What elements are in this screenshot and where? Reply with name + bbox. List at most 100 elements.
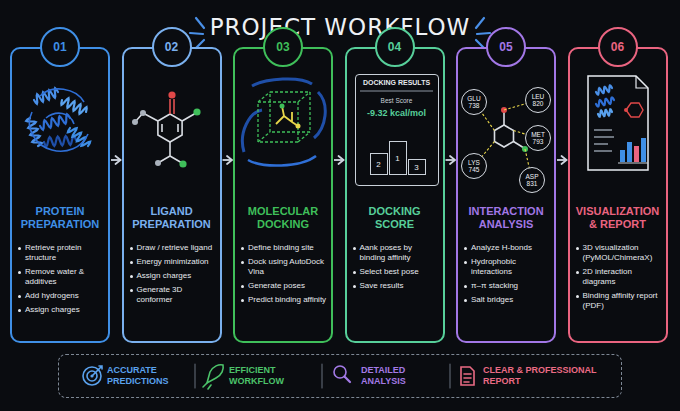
step-number-badge: 05 [486, 27, 526, 67]
docking-box [258, 102, 298, 142]
docking-box [280, 104, 285, 109]
bullet-row: Define binding site [241, 243, 327, 253]
step-heading: LIGAND PREPARATION [128, 205, 216, 231]
ligand-molecule [168, 91, 175, 98]
bullet-dot [353, 271, 356, 274]
step-heading: INTERACTION ANALYSIS [462, 205, 550, 231]
bullet-dot [353, 247, 356, 250]
bullet-text: Energy minimization [137, 257, 209, 267]
bullet-dot [464, 299, 467, 302]
report-document [588, 76, 648, 170]
bullet-text: Aank poses by binding affinity [360, 243, 439, 263]
ligand-molecule [155, 160, 161, 166]
ligand-molecule [182, 113, 196, 121]
feature-text: DETAILED ANALYSIS [361, 365, 441, 387]
step-bullets: Draw / retrieve ligandEnergy minimizatio… [130, 243, 216, 305]
podium-rank: 1 [395, 154, 399, 163]
residue-circle: GLU 738 [461, 89, 487, 115]
footer-icons [83, 364, 474, 389]
podium-rank: 2 [376, 160, 380, 169]
ligand-molecule [135, 113, 158, 122]
step-heading: PROTEIN PREPARATION [16, 205, 104, 231]
report-document [627, 142, 632, 162]
protein-loops [29, 89, 88, 151]
interaction-molecule [495, 125, 514, 147]
bullet-text: 3D visualization (PyMOL/ChimeraX) [583, 243, 662, 263]
step-number-badge: 02 [152, 27, 192, 67]
bullet-row: Aank poses by binding affinity [353, 243, 439, 263]
arrow-head [116, 156, 121, 164]
report-document [618, 163, 648, 164]
bullet-row: Add hydrogens [18, 291, 104, 301]
bullet-text: Analyze H-bonds [471, 243, 532, 253]
bullet-text: Salt bridges [471, 295, 513, 305]
bullet-dot [241, 261, 244, 264]
bullet-row: Energy minimization [130, 257, 216, 267]
bullet-dot [576, 295, 579, 298]
bullet-dot [241, 299, 244, 302]
bullet-dot [18, 271, 21, 274]
podium-block: 1 [389, 141, 407, 175]
step-card: PROTEIN PREPARATION Retrieve protein stru… [10, 47, 110, 343]
flow-arrow [111, 156, 121, 164]
title-decoration [477, 33, 490, 34]
bullet-dot [464, 261, 467, 264]
bullet-text: Predict binding affinity [248, 295, 326, 305]
residue-label: ASP 831 [522, 173, 542, 187]
docking-box [242, 79, 325, 166]
bullet-row: Assign charges [18, 305, 104, 315]
arrow-head [227, 156, 232, 164]
bullet-dot [130, 261, 133, 264]
residue-circle: LEU 820 [525, 87, 551, 113]
footer-icons [207, 365, 223, 383]
step-card: MOLECULAR DOCKINGDefine binding siteDock… [233, 47, 333, 343]
step-card: LIGAND PREPARATION Draw / retrieve ligand… [122, 47, 222, 343]
bullet-row: Retrieve protein structure [18, 243, 104, 263]
bullet-text: Draw / retrieve ligand [137, 243, 213, 253]
feature-text: EFFICIENT WORKFLOW [229, 365, 309, 387]
bullet-text: π–π stacking [471, 281, 518, 291]
docking-box [258, 92, 310, 142]
docking-box [242, 79, 325, 152]
helix [598, 109, 612, 116]
bullet-row: Remove water & additives [18, 267, 104, 287]
flow-arrow [334, 156, 344, 164]
bullet-row: π–π stacking [464, 281, 550, 291]
feature-item: CLEAR & PROFESSIONAL REPORT [483, 355, 613, 397]
bullet-row: Hydrophobic interactions [464, 257, 550, 277]
step-bullets: Retrieve protein structureRemove water &… [18, 243, 104, 315]
report-document [641, 138, 646, 162]
podium-block: 2 [370, 153, 388, 175]
helix [34, 88, 58, 104]
bullet-row: Binding affinity report (PDF) [576, 291, 662, 311]
bullet-dot [18, 247, 21, 250]
step-number-badge: 03 [263, 27, 303, 67]
bullet-text: Assign charges [137, 271, 192, 281]
bullet-dot [130, 247, 133, 250]
step-card: VISUALIZATION & REPORT 3D visualization (… [568, 47, 668, 343]
bullet-row: Assign charges [130, 271, 216, 281]
helix [596, 98, 614, 107]
arrow-head [562, 156, 567, 164]
results-text: DOCKING RESULTS [356, 79, 438, 86]
footer-icons [203, 383, 211, 389]
bullet-dot [353, 285, 356, 288]
bullet-text: Save results [360, 281, 404, 291]
residue-label: GLU 738 [464, 95, 484, 109]
bullet-dot [130, 289, 133, 292]
ligand-molecule [140, 110, 146, 116]
bullet-text: Generate poses [248, 281, 305, 291]
bullet-row: Generate 3D conformer [130, 285, 216, 305]
report-document [626, 103, 643, 117]
flow-arrow [557, 156, 567, 164]
bullet-row: 3D visualization (PyMOL/ChimeraX) [576, 243, 662, 263]
ligand-molecule [158, 114, 182, 142]
bullet-row: Predict binding affinity [241, 295, 327, 305]
bullet-dot [241, 247, 244, 250]
report-document [588, 76, 648, 170]
bullet-text: Add hydrogens [25, 291, 79, 301]
step-heading: VISUALIZATION & REPORT [574, 205, 662, 231]
ligand-molecule [179, 160, 186, 167]
bullet-dot [464, 285, 467, 288]
step-number-badge: 04 [375, 27, 415, 67]
